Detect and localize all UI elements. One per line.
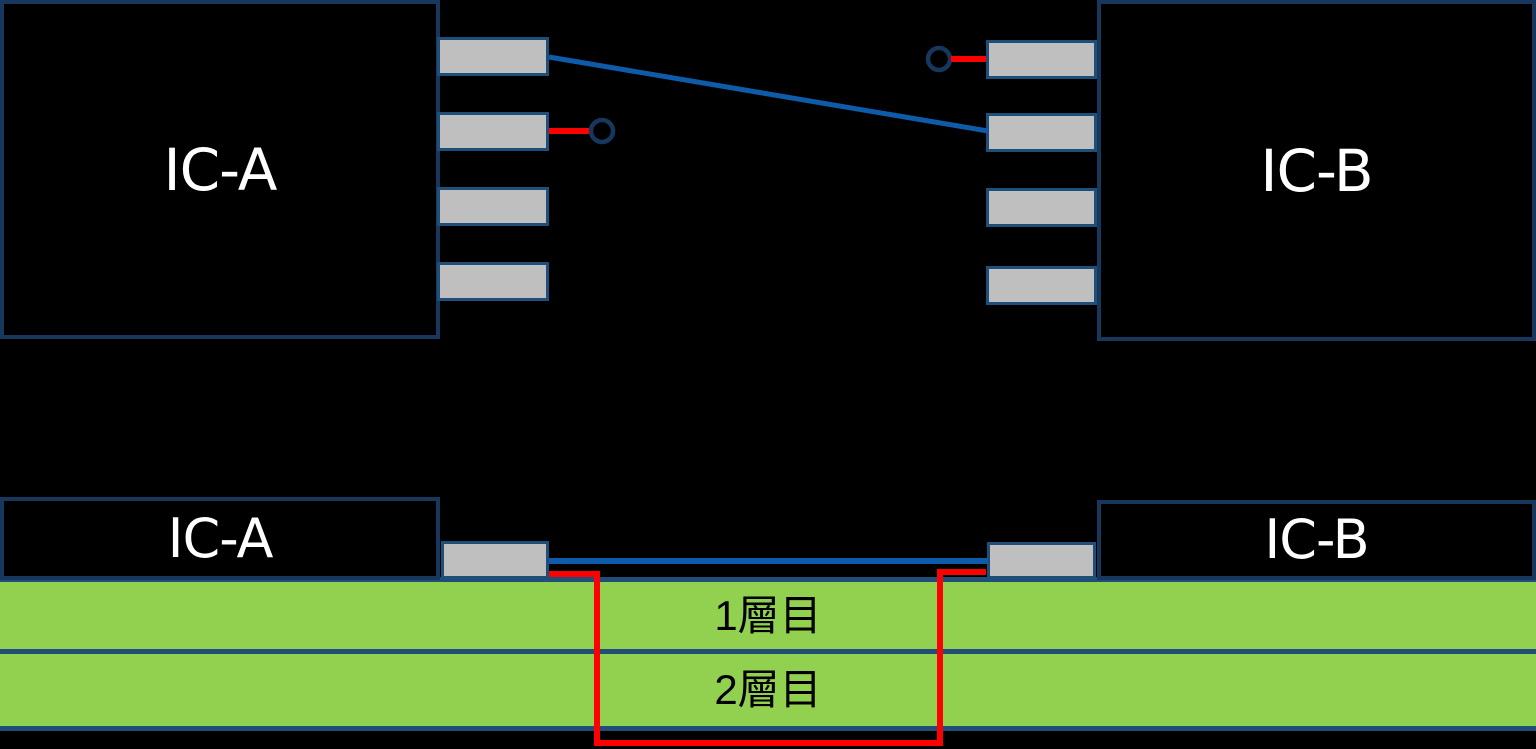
ic-b-pin-2 [986, 113, 1097, 152]
layer-2-label: 2層目 [714, 666, 822, 713]
no-connect-circle-icon-a [588, 117, 616, 145]
ic-a-bottom-box: IC-A [0, 497, 440, 580]
ic-a-bottom-label: IC-A [167, 506, 274, 570]
ic-b-pad [987, 542, 1096, 579]
ic-b-bottom-box: IC-B [1097, 500, 1536, 580]
signal-wire-diagonal [548, 54, 989, 134]
layer-1-band: 1層目 [0, 577, 1536, 654]
ic-a-pin-1 [437, 37, 549, 76]
layer-2-band: 2層目 [0, 654, 1536, 731]
ic-a-top-label: IC-A [163, 135, 278, 204]
ic-a-pin-3 [437, 187, 549, 226]
layer-1-label: 1層目 [714, 591, 822, 639]
ic-b-pin-1 [986, 40, 1097, 79]
ic-b-pin-4 [986, 266, 1097, 305]
no-connect-circle-icon-b [925, 45, 953, 73]
ic-b-top-label: IC-B [1260, 136, 1373, 205]
ic-a-pin-2 [437, 112, 549, 151]
ic-a-pad [441, 541, 549, 579]
ic-b-top-box: IC-B [1097, 0, 1536, 341]
ic-b-bottom-label: IC-B [1264, 508, 1369, 571]
ic-a-pin-4 [437, 262, 549, 301]
ic-a-top-box: IC-A [0, 0, 440, 339]
ic-b-pin-3 [986, 188, 1097, 227]
